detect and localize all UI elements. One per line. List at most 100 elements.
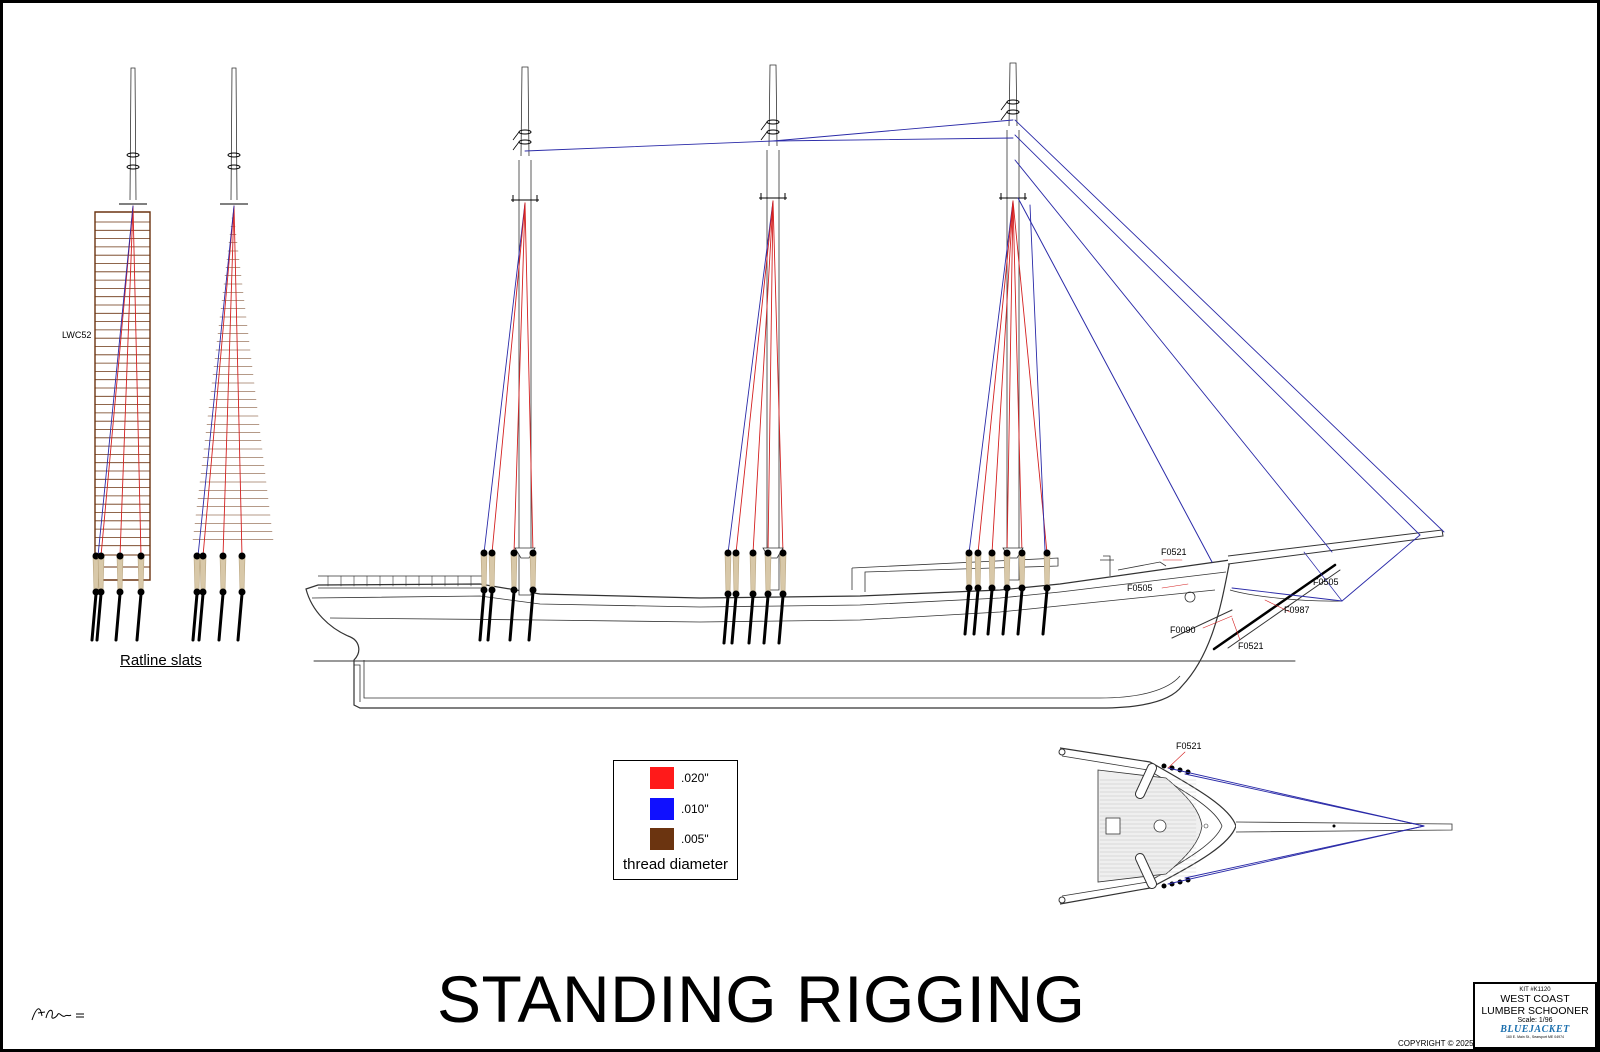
- ratline-b-lanyard: [199, 555, 207, 593]
- ratline-b-deadeye: [193, 588, 201, 596]
- ratline-mast-a-topmast: [129, 67, 137, 201]
- main-mast-lanyard: [749, 552, 757, 595]
- ratline-a-lanyard: [116, 555, 124, 593]
- ratline-b-deadeye: [219, 552, 227, 560]
- mizzen-mast-chainplate: [508, 590, 516, 642]
- fore-mast-topmast: [1008, 62, 1018, 127]
- label-f0090: F0090: [1170, 625, 1196, 635]
- jib-stay: [1014, 134, 1421, 536]
- main-mast-deadeye: [724, 590, 732, 598]
- spring-stay: [772, 119, 1014, 142]
- hull-profile: [305, 559, 1231, 709]
- mizzen-mast-topmast: [520, 66, 530, 157]
- leader-line: [1202, 615, 1233, 629]
- ratline-shroud: [233, 205, 243, 557]
- bowsprit-plan: [1235, 821, 1453, 833]
- ratline-b-lanyard: [193, 555, 201, 593]
- ratline-b-chainplate: [236, 592, 244, 642]
- main-mast-deadeye: [732, 549, 740, 557]
- ratline-a-lanyard: [97, 555, 105, 593]
- main-mast-lanyard: [764, 552, 772, 595]
- fore-mast-trestletrees: [999, 193, 1027, 200]
- ratline-b-chainplate: [191, 592, 199, 642]
- copyright-notice: COPYRIGHT © 2025: [1398, 1039, 1474, 1048]
- main-mast-shroud: [727, 200, 774, 554]
- mizzen-mast-chainplate: [527, 590, 535, 642]
- mizzen-mast-deadeye: [529, 586, 537, 594]
- fore-mast-shroud: [1012, 200, 1023, 554]
- mizzen-mast-deadeye: [488, 586, 496, 594]
- leader-line: [1161, 583, 1189, 589]
- ratline-b-deadeye: [238, 588, 246, 596]
- bowsprit-pin: [1332, 824, 1336, 828]
- mizzen-mast-blocks: [512, 131, 520, 151]
- fore-mast-chainplate: [1016, 588, 1024, 636]
- fore-mast-shroud: [1012, 200, 1048, 554]
- ratline-a-deadeye: [116, 588, 124, 596]
- scale-label: Scale: 1/96: [1517, 1017, 1553, 1024]
- ratline-b-lanyard: [238, 555, 246, 593]
- fore-mast-lanyard: [1043, 552, 1051, 589]
- fore-mast-deadeye: [1043, 549, 1051, 557]
- ratline-a-deadeye: [97, 552, 105, 560]
- fore-mast-chainplate: [972, 588, 980, 636]
- label-f0987: F0987: [1284, 605, 1310, 615]
- cathead-port-fill: [1136, 764, 1156, 798]
- fore-mast-deadeye: [974, 549, 982, 557]
- main-mast-topmast: [768, 64, 778, 147]
- forestay: [1017, 197, 1213, 563]
- plan-bowsprit-shroud: [1184, 773, 1425, 827]
- main-mast-chainplate: [730, 594, 738, 645]
- mizzen-mast-deadeye: [510, 586, 518, 594]
- ratline-b-deadeye: [219, 588, 227, 596]
- ratline-a-chainplate: [114, 592, 122, 642]
- plan-deadeye: [1161, 763, 1167, 769]
- main-mast-chainplate: [762, 594, 770, 645]
- main-mast-deadeye: [764, 549, 772, 557]
- windlass-plan: [1153, 819, 1167, 833]
- ratline-a-deadeye: [92, 588, 100, 596]
- bow-fitting: [1117, 561, 1167, 571]
- fore-mast-lanyard: [1018, 552, 1026, 589]
- mizzen-mast-chainplate: [486, 590, 494, 642]
- legend-label: .005": [681, 832, 709, 846]
- main-mast-shroud: [735, 200, 774, 554]
- fore-mast-lanyard: [965, 552, 973, 589]
- leader-line: [1167, 751, 1186, 769]
- mizzen-mast-shroud: [524, 202, 534, 554]
- main-mast-deadeye: [724, 549, 732, 557]
- ratline-backstay: [97, 205, 134, 557]
- legend-swatch-red: [650, 767, 674, 789]
- ratline-mast-b-band: [227, 164, 241, 170]
- main-mast-chainplate: [722, 594, 730, 645]
- main-mast-lanyard: [724, 552, 732, 595]
- ratline-b-chainplate: [197, 592, 205, 642]
- ratline-b-lanyard: [219, 555, 227, 593]
- fore-mast-lanyard: [1003, 552, 1011, 589]
- ratline-b-deadeye: [199, 552, 207, 560]
- bobstay-chain: [1212, 563, 1337, 651]
- maker-address: 160 E. Main St., Searsport ME 04974: [1506, 1035, 1564, 1039]
- legend-swatch-brown: [650, 828, 674, 850]
- bluejacket-logo: BLUEJACKET: [1500, 1024, 1570, 1035]
- fore-mast-shroud: [1006, 200, 1014, 554]
- ratline-a-deadeye: [97, 588, 105, 596]
- main-mast-chainplate: [777, 594, 785, 645]
- spring-stay: [524, 140, 774, 152]
- plan-rail-end: [1058, 896, 1066, 904]
- ratline-b-deadeye: [238, 552, 246, 560]
- kit-number: KIT #K1120: [1519, 987, 1551, 993]
- legend-label: .010": [681, 802, 709, 816]
- dolphin-striker-stay: [1303, 551, 1343, 602]
- fore-mast-lanyard: [974, 552, 982, 589]
- fore-mast-deadeye: [965, 549, 973, 557]
- fore-mast-deadeye: [1018, 584, 1026, 592]
- mizzen-mast-lanyard: [488, 552, 496, 591]
- legend-label: .020": [681, 771, 709, 785]
- mizzen-mast-shroud: [483, 202, 526, 554]
- fore-mast-chainplate: [1041, 588, 1049, 636]
- main-mast-deadeye: [749, 549, 757, 557]
- mizzen-mast-chainplate: [478, 590, 486, 642]
- ratline-slats-caption: Ratline slats: [120, 652, 202, 669]
- fore-mast-shroud: [977, 200, 1014, 554]
